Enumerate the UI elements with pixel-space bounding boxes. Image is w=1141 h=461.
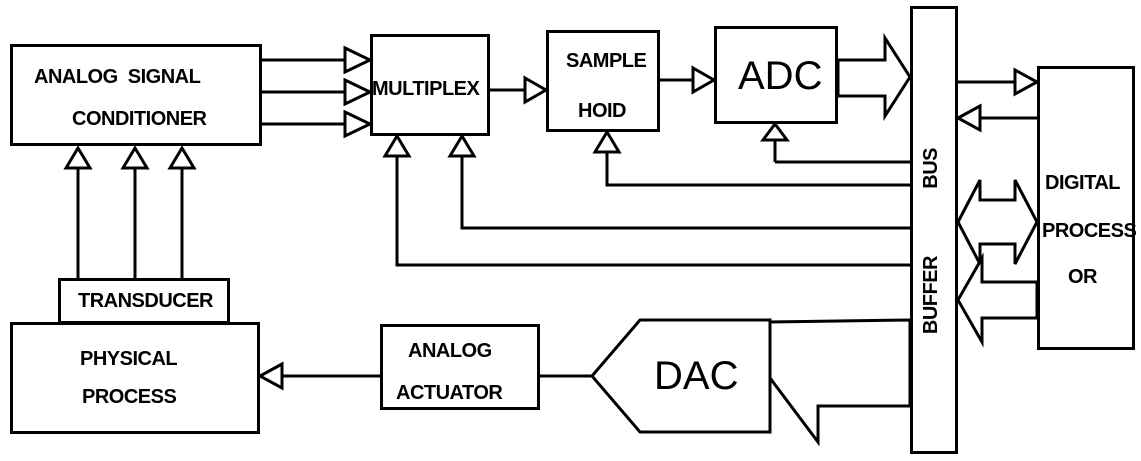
processor-label-line1: DIGITAL bbox=[1045, 172, 1120, 195]
bus-label: BUS bbox=[920, 148, 943, 189]
conditioner-label-line1: ANALOG SIGNAL bbox=[34, 66, 200, 89]
actuator-label-line2: ACTUATOR bbox=[396, 382, 502, 405]
buffer-bus-block bbox=[910, 6, 958, 454]
transducer-label: TRANSDUCER bbox=[78, 290, 213, 313]
physical-process-label-line1: PHYSICAL bbox=[80, 348, 177, 371]
multiplex-to-sample-hold-arrow bbox=[490, 78, 546, 102]
adc-label: ADC bbox=[738, 54, 822, 99]
digital-processor-block bbox=[1037, 66, 1135, 350]
dac-label: DAC bbox=[654, 354, 738, 399]
actuator-to-process-arrow bbox=[260, 364, 380, 388]
conditioner-label-line2: CONDITIONER bbox=[72, 108, 207, 131]
transducer-to-conditioner-arrows bbox=[66, 148, 194, 280]
sample-hold-to-adc-arrow bbox=[660, 68, 714, 92]
buffer-label: BUFFER bbox=[920, 256, 943, 334]
adc-to-bus-wide-arrow bbox=[838, 38, 910, 116]
multiplex-label: MULTIPLEX bbox=[372, 78, 479, 101]
bus-control-lines bbox=[385, 124, 910, 265]
sample-hold-label-line2: HOID bbox=[578, 100, 626, 123]
bus-processor-links bbox=[958, 70, 1037, 342]
processor-label-line2: PROCESS bbox=[1042, 220, 1136, 243]
actuator-label-line1: ANALOG bbox=[408, 340, 492, 363]
physical-process-label-line2: PROCESS bbox=[82, 386, 176, 409]
bus-to-dac-wide-arrow bbox=[770, 320, 910, 442]
sample-hold-label-line1: SAMPLE bbox=[566, 50, 646, 73]
conditioner-to-multiplex-arrows bbox=[262, 48, 370, 136]
processor-label-line3: OR bbox=[1068, 266, 1097, 289]
physical-process-block bbox=[10, 322, 260, 434]
